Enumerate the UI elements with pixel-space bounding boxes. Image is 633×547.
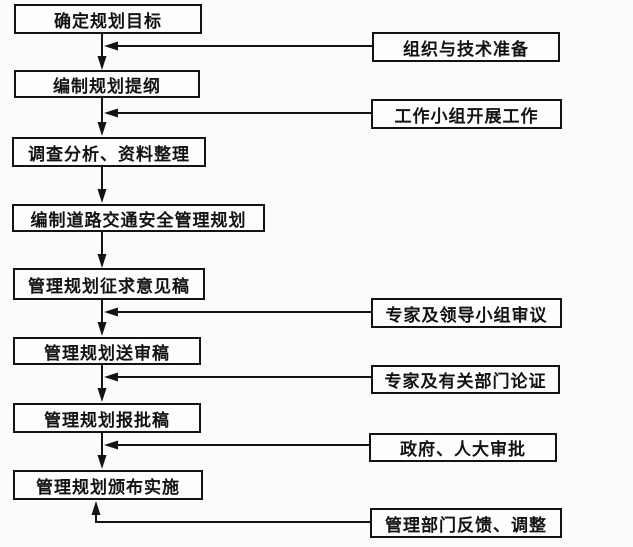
flow-step-promulgate-implement: 管理规划颁布实施 (13, 470, 203, 500)
arrow-step7-step8 (97, 433, 107, 469)
arrow-step5-step6 (97, 300, 107, 336)
connector-org-tech-preparation (104, 41, 372, 51)
connector-expert-dept-verification (104, 372, 371, 382)
connector-gov-npc-approval (104, 440, 369, 450)
side-input-work-group-start: 工作小组开展工作 (371, 99, 562, 129)
connector-expert-leader-review (104, 307, 371, 317)
arrow-step3-step4 (97, 167, 107, 203)
side-input-gov-npc-approval: 政府、人大审批 (369, 433, 557, 462)
flow-step-draft-for-review: 管理规划送审稿 (13, 337, 201, 365)
flow-step-draft-for-comments: 管理规划征求意见稿 (13, 268, 205, 300)
connector-work-group (104, 108, 371, 118)
flow-step-investigation-analysis: 调查分析、资料整理 (12, 137, 206, 167)
flow-step-prepare-road-safety-plan: 编制道路交通安全管理规划 (12, 204, 265, 232)
arrow-step4-step5 (97, 232, 107, 268)
arrow-step6-step7 (97, 365, 107, 402)
arrow-step2-step3 (97, 98, 107, 136)
flow-step-determine-planning-goals: 确定规划目标 (14, 4, 202, 34)
flow-step-draft-for-approval: 管理规划报批稿 (13, 403, 201, 433)
arrow-step1-step2 (97, 34, 107, 70)
flow-step-prepare-planning-outline: 编制规划提纲 (14, 70, 200, 98)
side-input-expert-leader-review: 专家及领导小组审议 (371, 298, 562, 328)
side-input-org-tech-preparation: 组织与技术准备 (372, 32, 560, 62)
side-input-dept-feedback-adjust: 管理部门反馈、调整 (370, 508, 562, 538)
side-input-expert-dept-verification: 专家及有关部门论证 (371, 365, 560, 394)
feedback-arrow-dept-adjust (91, 501, 370, 523)
